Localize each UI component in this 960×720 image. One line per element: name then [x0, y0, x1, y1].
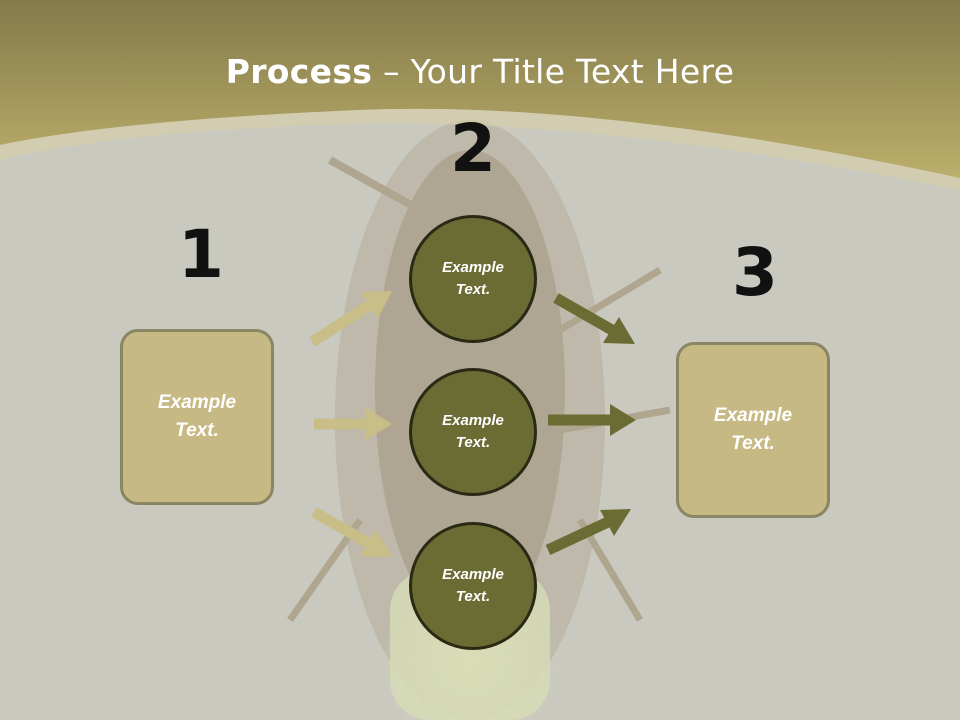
step-2-circle-top: Example Text. [409, 215, 537, 343]
arrow-left-down [311, 507, 392, 557]
arrows-right [545, 293, 636, 555]
slide-title: Process – Your Title Text Here [0, 52, 960, 91]
circle-top-text: Example Text. [442, 258, 504, 299]
arrow-left-up [309, 291, 392, 347]
title-bold: Process [225, 52, 373, 91]
header-highlight [0, 108, 960, 190]
step-number-2: 2 [450, 110, 496, 187]
step-number-1: 1 [178, 216, 224, 293]
arrow-right-up [545, 509, 631, 555]
step-1-text: Example Text. [157, 391, 237, 442]
title-rest: – Your Title Text Here [372, 52, 735, 91]
step-3-box: Example Text. [676, 342, 830, 518]
step-number-3: 3 [732, 234, 778, 311]
arrows-left [309, 291, 392, 557]
step-1-box: Example Text. [120, 329, 274, 505]
circle-middle-text: Example Text. [442, 411, 504, 452]
circle-bottom-text: Example Text. [442, 565, 504, 606]
arrow-right-down [553, 293, 635, 344]
arrow-right-mid [548, 404, 636, 436]
arrow-left-mid [314, 408, 392, 440]
step-3-text: Example Text. [713, 404, 793, 455]
header-band [0, 0, 960, 178]
step-2-circle-bottom: Example Text. [409, 522, 537, 650]
step-2-circle-middle: Example Text. [409, 368, 537, 496]
